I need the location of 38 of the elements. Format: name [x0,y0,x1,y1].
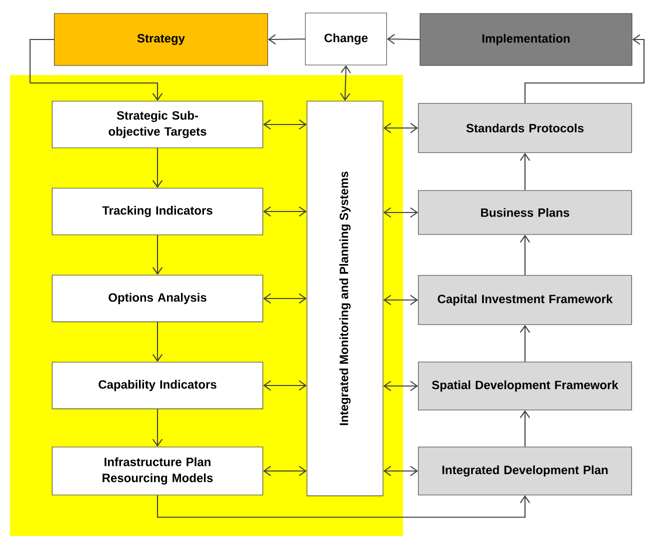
arrow [263,119,307,130]
strategy-box: Strategy [54,13,268,66]
process-box: Infrastructure Plan Resourcing Models [52,446,264,496]
arrow [383,207,418,218]
arrow [263,206,307,217]
process-box: Capital Investment Framework [418,275,632,325]
arrow [263,293,307,304]
arrow [152,235,163,275]
arrow [383,466,418,476]
process-box: Spatial Development Framework [418,362,632,410]
arrow [524,34,645,104]
implementation-box: Implementation [420,13,632,66]
arrow [520,324,530,362]
change-box: Change [305,12,387,66]
process-box: Integrated Development Plan [418,446,632,496]
arrow [520,410,530,447]
arrow [520,234,530,276]
arrow [152,148,163,188]
arrow [383,122,418,134]
arrow [520,152,530,190]
arrow [340,65,351,101]
process-box: Standards Protocols [418,103,632,153]
arrow [152,409,163,447]
process-box: Strategic Sub-objective Targets [52,100,264,148]
arrow [263,380,307,391]
arrow [152,322,163,362]
arrow [268,34,306,44]
arrow [263,466,307,476]
process-box: Options Analysis [52,274,264,322]
process-box: Capability Indicators [52,362,264,410]
vertical-system-box: Integrated Monitoring and Planning Systems [306,100,384,496]
arrow [383,294,418,306]
arrow [156,495,530,518]
arrow [386,34,420,44]
process-box: Tracking Indicators [52,188,264,236]
process-box: Business Plans [418,190,632,235]
arrow [29,38,163,101]
arrow [383,380,418,392]
